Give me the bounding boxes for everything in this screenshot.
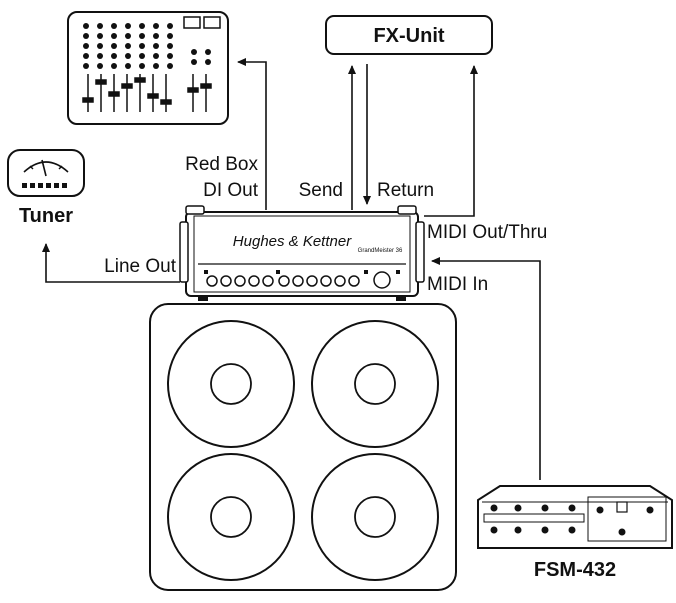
speaker-cabinet [149,303,457,591]
midi-in-label: MIDI In [427,274,488,295]
cable-red-box-to-mixer [237,58,267,210]
red-box-label-line1: Red Box [185,154,258,175]
cable-midi-out [424,65,478,217]
footswitch-buttons [490,504,654,536]
midi-out-label: MIDI Out/Thru [427,222,547,243]
tuner-leds [22,183,67,188]
amp-handle-left [185,205,205,215]
tuner-label: Tuner [19,205,73,227]
speaker-cone-bottom-right [311,453,439,581]
amp-control-knobs [206,271,391,289]
return-label: Return [377,180,434,201]
amp-head: Hughes & Kettner GrandMeister 36 [179,205,425,301]
line-out-label: Line Out [104,256,177,277]
send-label: Send [299,180,343,201]
fx-unit-device: FX-Unit [325,15,493,55]
amp-small-switches [204,270,400,274]
speaker-cone-top-left [167,320,295,448]
mixer-knob-grid [83,23,211,69]
speaker-cone-bottom-left [167,453,295,581]
red-box-label-line2: DI Out [203,180,259,201]
footswitch-device: FSM-432 [477,485,673,581]
tuner-device: Tuner [7,149,85,227]
mixer-faders [82,74,212,112]
speaker-cone-top-right [311,320,439,448]
fx-unit-label: FX-Unit [373,25,444,47]
mixer-device [67,11,229,125]
cable-midi-in [431,257,541,480]
cable-line-out [42,243,180,283]
mixer-meter-right [203,16,221,29]
amp-model-label: GrandMeister 36 [358,248,403,254]
amp-handle-right [397,205,417,215]
amp-brand-logo: Hughes & Kettner [233,233,352,250]
mixer-meter-left [183,16,201,29]
footswitch-label: FSM-432 [534,559,616,581]
